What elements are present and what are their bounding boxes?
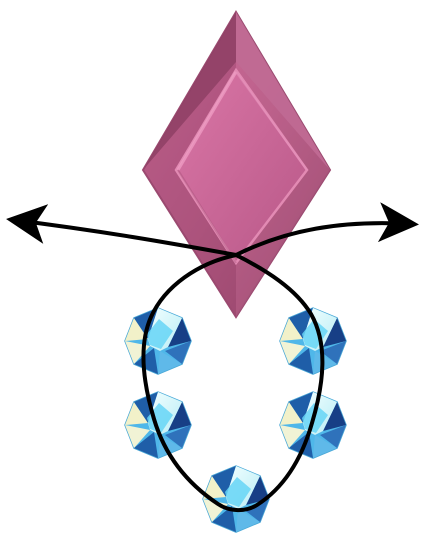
diamond-bead-icon bbox=[141, 10, 332, 319]
faceted-crystal-bead-icon bbox=[124, 307, 192, 375]
small-bead-2 bbox=[279, 307, 347, 375]
thread-left-arrow bbox=[6, 204, 238, 257]
faceted-crystal-bead-icon bbox=[202, 465, 270, 533]
faceted-crystal-bead-icon bbox=[279, 307, 347, 375]
thread-right-arrow bbox=[234, 202, 419, 257]
thread-path bbox=[141, 253, 325, 513]
small-bead-5 bbox=[202, 465, 270, 533]
small-bead-1 bbox=[124, 307, 192, 375]
